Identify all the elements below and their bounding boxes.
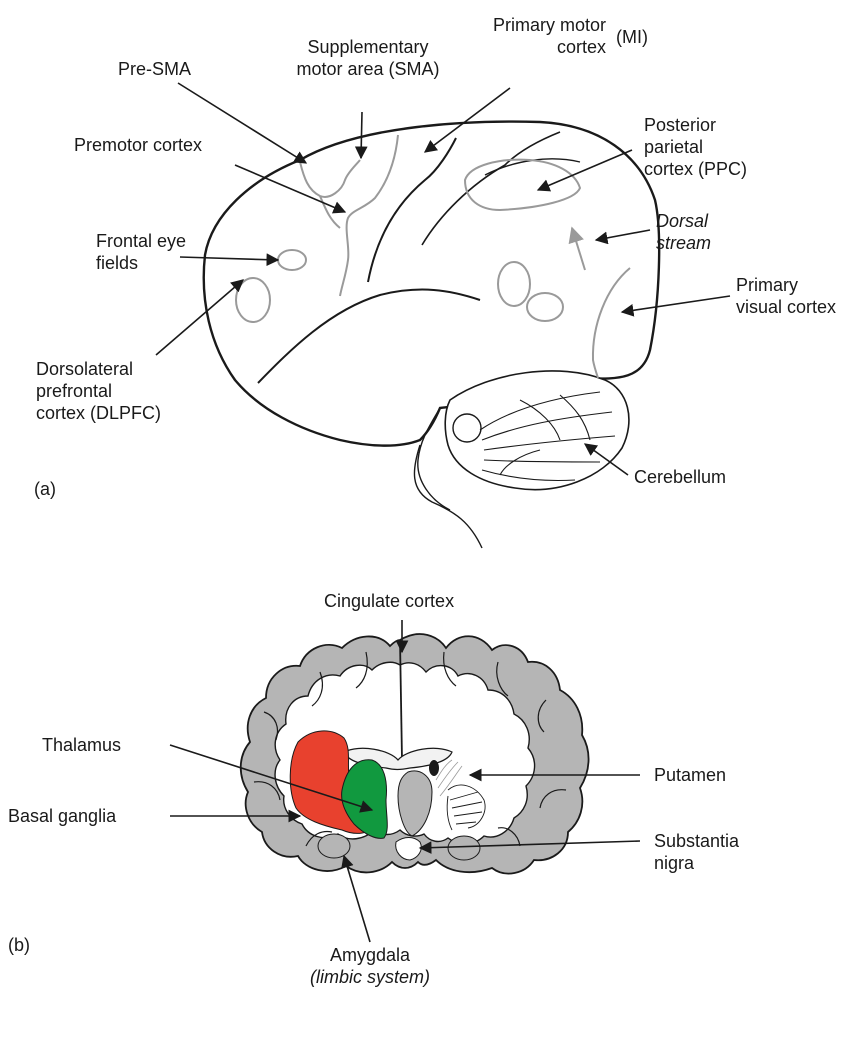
- label-primary-motor-line2: cortex: [470, 36, 606, 58]
- panel-a-label: (a): [34, 478, 56, 500]
- label-posterior-parietal: Posterior parietal cortex (PPC): [644, 114, 747, 180]
- label-ppc-line3: cortex (PPC): [644, 158, 747, 180]
- label-pvc-line2: visual cortex: [736, 296, 836, 318]
- label-dlpfc: Dorsolateral prefrontal cortex (DLPFC): [36, 358, 161, 424]
- label-fef-line1: Frontal eye: [96, 230, 186, 252]
- label-sma-line2: motor area (SMA): [268, 58, 468, 80]
- label-mi: (MI): [616, 26, 648, 48]
- lateral-brain: [204, 122, 659, 548]
- amygdala-right: [448, 836, 480, 860]
- label-sma-line1: Supplementary: [268, 36, 468, 58]
- label-sn-line2: nigra: [654, 852, 739, 874]
- label-dlpfc-line3: cortex (DLPFC): [36, 402, 161, 424]
- panel-b-label: (b): [8, 934, 30, 956]
- label-cerebellum: Cerebellum: [634, 466, 726, 488]
- label-primary-visual: Primary visual cortex: [736, 274, 836, 318]
- pons-circle: [453, 414, 481, 442]
- label-dorsal-line1: Dorsal: [656, 210, 711, 232]
- label-ppc-line2: parietal: [644, 136, 747, 158]
- label-amygdala: Amygdala (limbic system): [290, 944, 450, 988]
- label-sn-line1: Substantia: [654, 830, 739, 852]
- label-basal-ganglia: Basal ganglia: [8, 805, 116, 827]
- label-dorsal-line2: stream: [656, 232, 711, 254]
- label-dlpfc-line2: prefrontal: [36, 380, 161, 402]
- label-premotor: Premotor cortex: [74, 134, 202, 156]
- label-primary-motor: Primary motor cortex: [470, 14, 606, 58]
- label-ppc-line1: Posterior: [644, 114, 747, 136]
- label-cingulate: Cingulate cortex: [324, 590, 454, 612]
- label-pvc-line1: Primary: [736, 274, 836, 296]
- label-pre-sma: Pre-SMA: [118, 58, 191, 80]
- label-primary-motor-line1: Primary motor: [470, 14, 606, 36]
- label-fef-line2: fields: [96, 252, 186, 274]
- label-sma: Supplementary motor area (SMA): [268, 36, 468, 80]
- label-amygdala-line1: Amygdala: [290, 944, 450, 966]
- label-limbic-line: (limbic system): [290, 966, 450, 988]
- label-thalamus: Thalamus: [42, 734, 121, 756]
- black-nucleus: [429, 760, 439, 776]
- label-putamen: Putamen: [654, 764, 726, 786]
- label-substantia-nigra: Substantia nigra: [654, 830, 739, 874]
- coronal-section: [241, 634, 589, 873]
- label-dorsal-stream: Dorsal stream: [656, 210, 711, 254]
- label-dlpfc-line1: Dorsolateral: [36, 358, 161, 380]
- label-frontal-eye-fields: Frontal eye fields: [96, 230, 186, 274]
- amygdala-left: [318, 834, 350, 858]
